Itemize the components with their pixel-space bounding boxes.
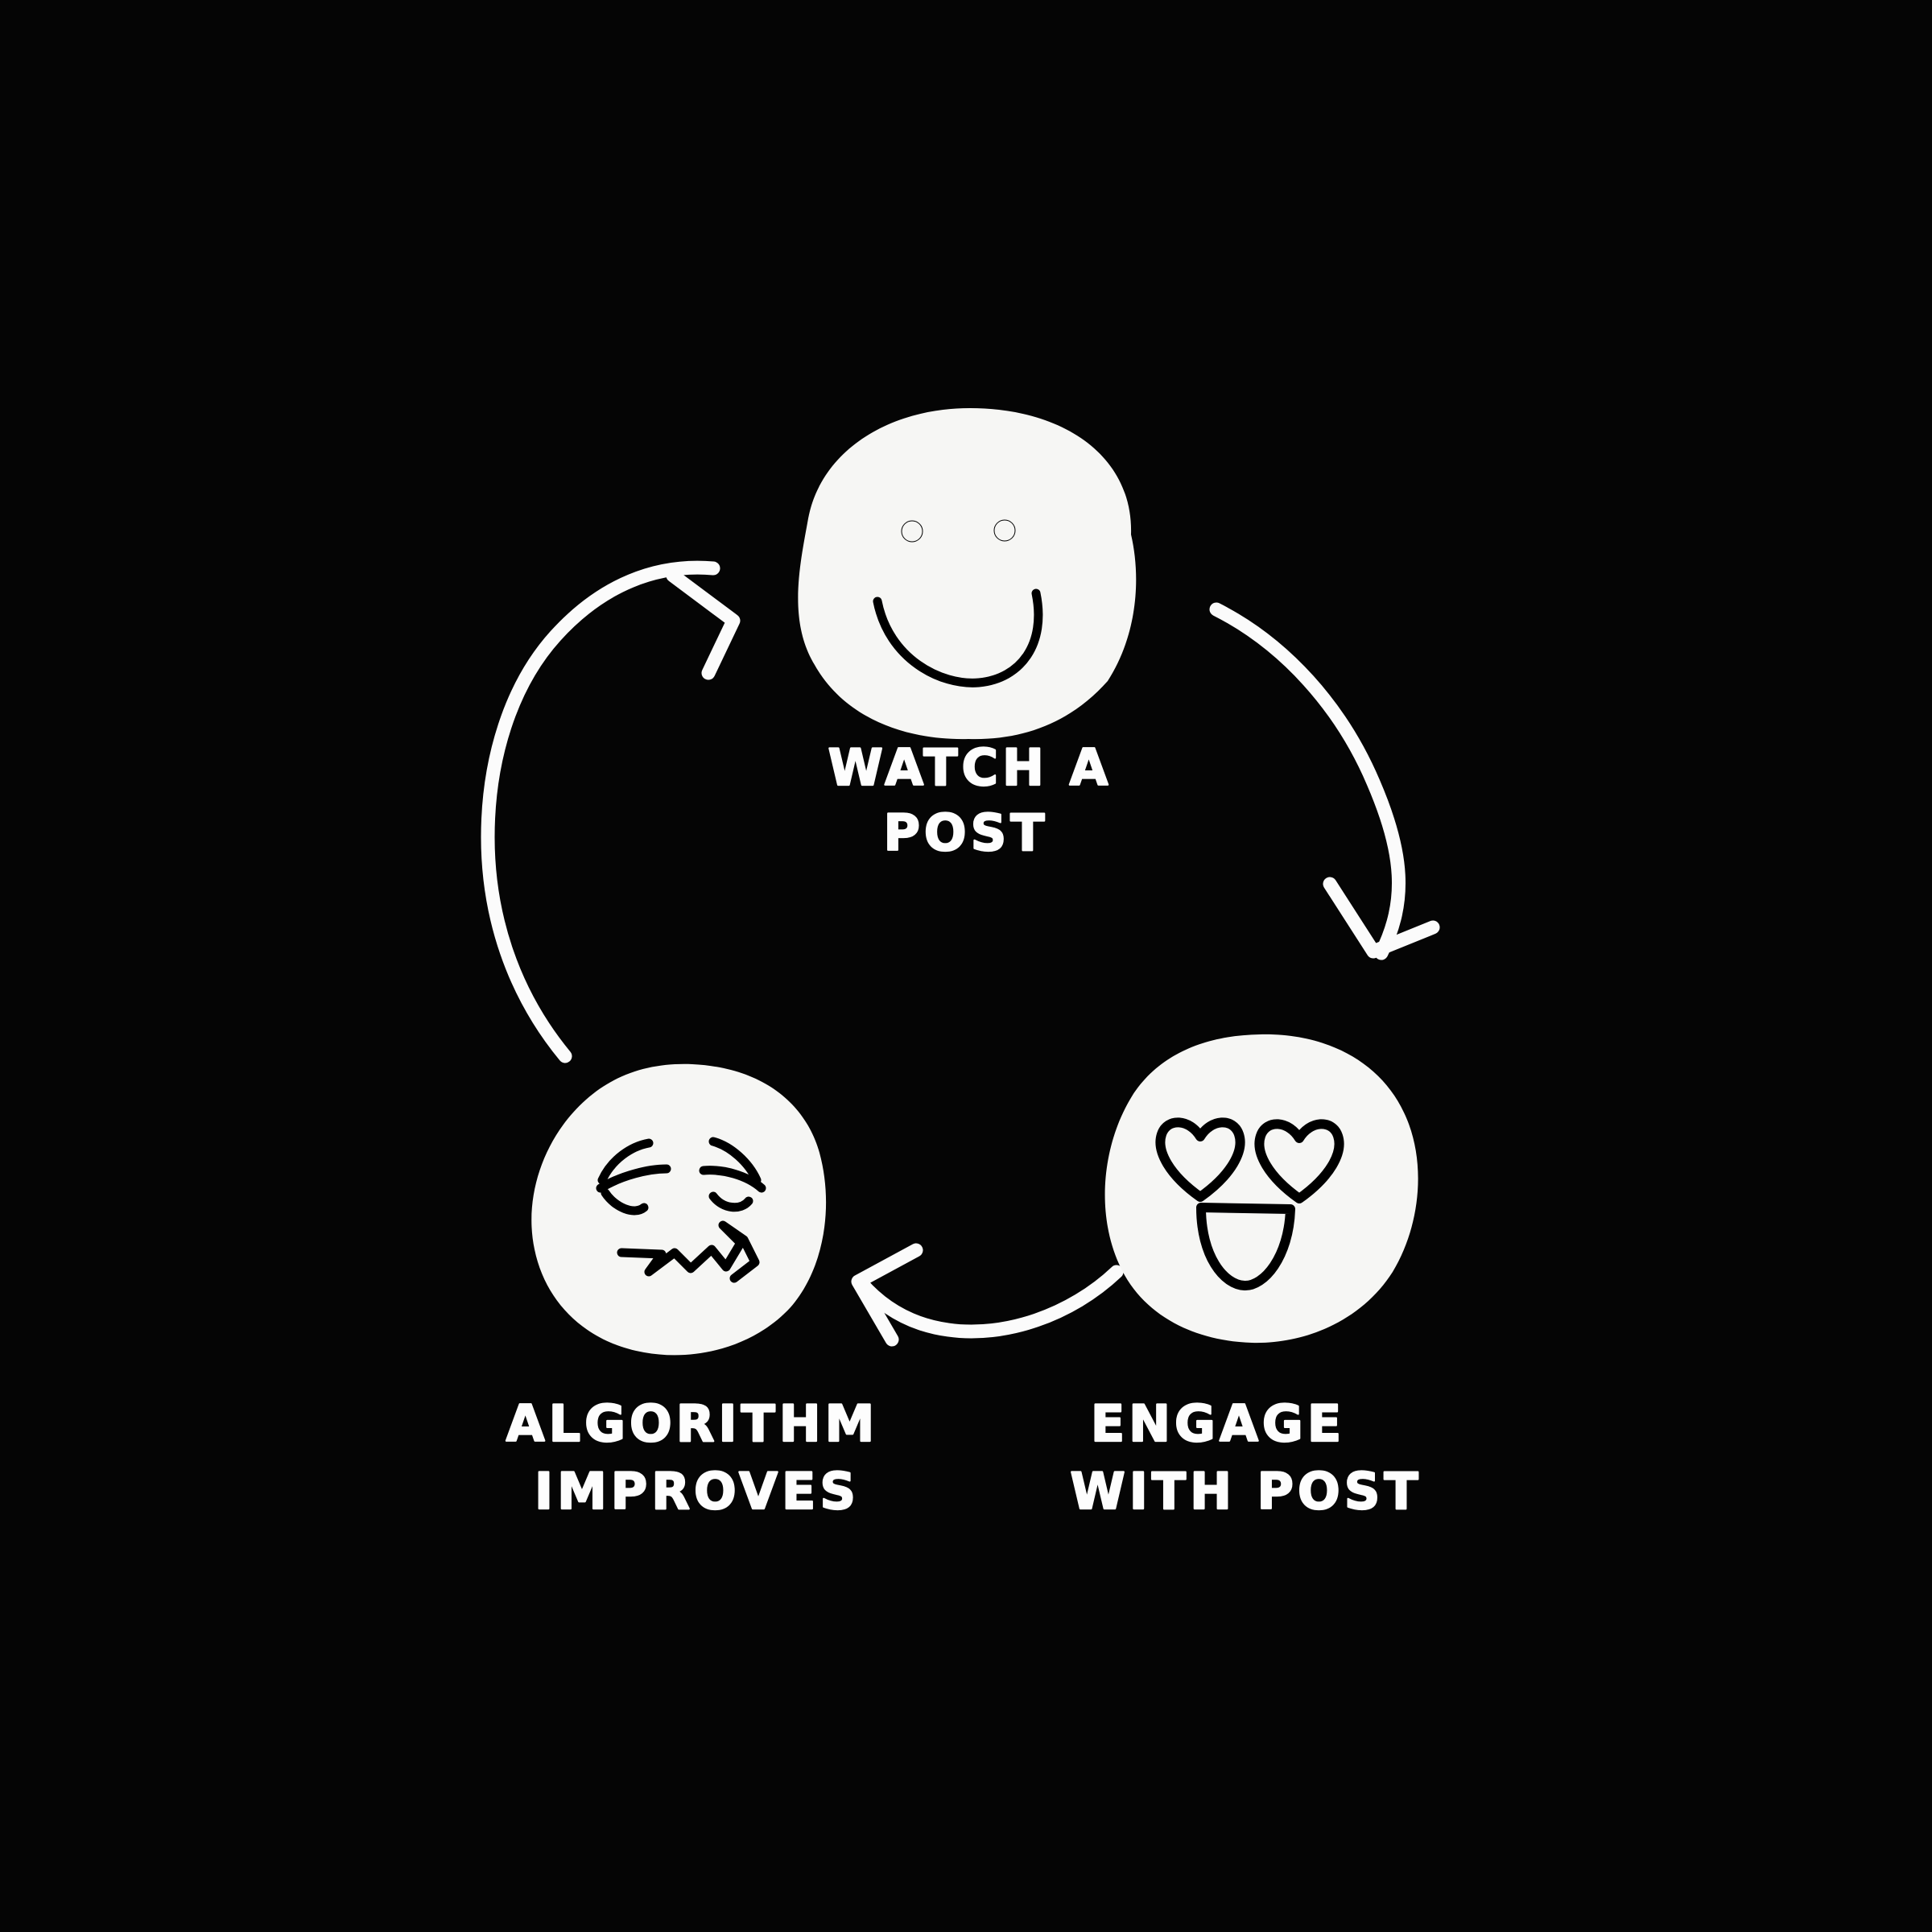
node-label-line2-algorithm: IMPROVES [535, 1462, 860, 1521]
node-engage-with-post[interactable]: ENGAGE WITH POST [1069, 1034, 1422, 1521]
heart-right-eye-icon [1254, 1119, 1344, 1203]
heart-left-eye-icon [1155, 1117, 1245, 1202]
smiley-right-eye [993, 519, 1016, 542]
squiggly-mouth [617, 1220, 760, 1283]
node-watch-a-post[interactable]: WATCH A POST [798, 408, 1137, 863]
heart-eyes-face-circle [1104, 1034, 1418, 1344]
smiley-left-eye [901, 520, 923, 543]
unamused-left-brow [597, 1138, 654, 1185]
unamused-right-brow [708, 1137, 762, 1185]
node-label-line1-algorithm: ALGORITHM [506, 1394, 879, 1453]
smiling-face-circle [798, 408, 1137, 740]
node-label-line2-watch: POST [883, 803, 1048, 862]
arrow-algorithm-to-watch [481, 560, 741, 1063]
arrow-engage-to-algorithm [851, 1243, 1124, 1347]
unamused-right-eye [708, 1191, 753, 1212]
unamused-left-eye [601, 1188, 649, 1216]
unamused-left-lid [596, 1164, 671, 1193]
open-grin-mouth [1196, 1203, 1295, 1290]
node-label-line2-engage: WITH POST [1070, 1462, 1422, 1521]
arrow-watch-to-engage [1209, 602, 1440, 960]
unamused-face-circle [531, 1063, 827, 1356]
node-label-line1-engage: ENGAGE [1091, 1394, 1345, 1453]
smiley-mouth [873, 588, 1043, 687]
node-algorithm-improves[interactable]: ALGORITHM IMPROVES [506, 1063, 879, 1521]
node-label-line1-watch: WATCH A [828, 738, 1112, 797]
unamused-right-lid [699, 1166, 766, 1193]
